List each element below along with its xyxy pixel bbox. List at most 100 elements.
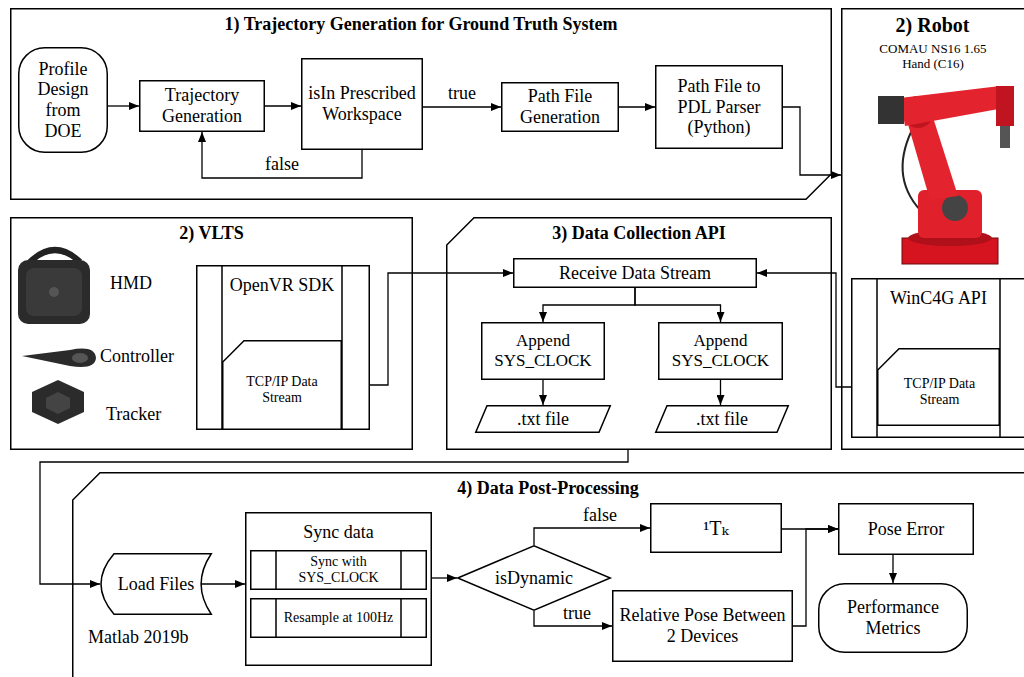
edge-label: false <box>263 155 301 175</box>
text-wrap: Append SYS_CLOCK <box>658 322 783 380</box>
sdk-box: OpenVR SDK TCP/IP Data Stream <box>196 265 370 430</box>
robot-wrist <box>996 86 1014 126</box>
outline <box>223 341 342 430</box>
node-text: Append SYS_CLOCK <box>664 331 777 370</box>
tracker-icon <box>32 380 84 424</box>
connector-arrow <box>542 380 543 405</box>
connector-arrow <box>265 105 301 106</box>
node-text: Path File to PDL Parser (Python) <box>661 76 777 138</box>
edge-label: false <box>581 506 619 526</box>
hmd-icon <box>18 250 90 324</box>
outline <box>251 599 427 638</box>
stream-card: TCP/IP Data Stream <box>877 348 1000 426</box>
panel-heading: 2) Robot <box>841 14 1024 37</box>
node-text: Load Files <box>118 574 195 595</box>
panel-heading: 4) Data Post-Processing <box>72 478 1024 499</box>
stream-card: TCP/IP Data Stream <box>222 340 342 430</box>
stage-panel: 4) Data Post-ProcessingLoad Files Sync da… <box>72 472 1024 677</box>
outline <box>197 266 370 430</box>
text-wrap: Path File to PDL Parser (Python) <box>655 65 783 149</box>
text-wrap: Load Files <box>100 553 212 615</box>
process-box: Append SYS_CLOCK <box>658 322 783 380</box>
decision-box: isIn Prescribed Workspace <box>301 58 423 150</box>
process-box: Path File Generation <box>501 82 619 132</box>
controller-body <box>22 349 96 367</box>
subprocess-box: Resample at 100Hz <box>250 598 427 638</box>
outline <box>482 323 605 380</box>
outline <box>613 591 793 662</box>
connector-arrow <box>720 380 721 405</box>
connector-arrow <box>534 528 650 545</box>
connector-arrow <box>432 577 457 578</box>
stored-data: Load Files <box>100 553 212 615</box>
node-text: Relative Pose Between 2 Devices <box>618 605 787 646</box>
inner-line <box>275 598 277 638</box>
controller-icon <box>22 349 96 367</box>
connector-arrow <box>783 107 841 175</box>
text-wrap: .txt file <box>475 405 611 433</box>
outline <box>246 513 432 666</box>
outline <box>19 48 108 153</box>
outline <box>458 546 611 611</box>
robot-motor <box>942 195 968 221</box>
process-group: Sync dataSync with SYS_CLOCK Resample at … <box>245 512 432 666</box>
process-box: Pose Error <box>838 503 974 555</box>
box-heading: Sync data <box>245 522 432 543</box>
text-wrap: ¹Tₖ <box>650 503 782 553</box>
file-output: .txt file <box>475 405 611 433</box>
text-wrap: isIn Prescribed Workspace <box>301 58 423 150</box>
connector-arrow <box>892 555 893 583</box>
device-label: Tracker <box>106 404 161 425</box>
node-text: Pose Error <box>868 519 944 540</box>
process-box: Receive Data Stream <box>513 258 757 288</box>
text-wrap: Receive Data Stream <box>513 258 757 288</box>
outline <box>11 9 832 200</box>
inner-line <box>275 550 277 590</box>
node-text: Performance Metrics <box>828 597 958 638</box>
node-text: Append SYS_CLOCK <box>487 331 599 370</box>
controller-ring <box>72 353 88 363</box>
file-output: .txt file <box>655 405 789 433</box>
node-text: Resample at 100Hz <box>284 610 394 626</box>
text-wrap: Path File Generation <box>501 82 619 132</box>
process-box: ¹Tₖ <box>650 503 782 553</box>
outline <box>514 259 757 288</box>
stage-panel: 1) Trajectory Generation for Ground Trut… <box>10 8 832 200</box>
edge-label: true <box>561 604 593 624</box>
robot-turret <box>918 190 982 238</box>
panel-subtitle: COMAU NS16 1.65 Hand (C16) <box>868 42 998 72</box>
start-terminal: Profile Design from DOE <box>18 47 108 153</box>
outline <box>11 218 413 450</box>
stage-panel: 3) Data Collection API Receive Data Strea… <box>446 217 832 450</box>
api-box: WinC4G API TCP/IP Data Stream <box>851 278 1024 438</box>
text-wrap: Pose Error <box>838 503 974 555</box>
panel-heading: 1) Trajectory Generation for Ground Trut… <box>10 14 832 35</box>
text-wrap: TCP/IP Data Stream <box>877 348 1000 426</box>
outline <box>852 279 1024 438</box>
outline <box>73 473 1024 677</box>
robot-upper-arm <box>900 86 1004 126</box>
panel-heading: 3) Data Collection API <box>446 223 832 244</box>
node-text: Path File Generation <box>507 86 613 127</box>
outline <box>476 406 611 433</box>
process-box: Path File to PDL Parser (Python) <box>655 65 783 149</box>
node-text: ¹Tₖ <box>703 517 729 540</box>
edge-label: true <box>446 84 478 104</box>
process-box: Relative Pose Between 2 Devices <box>612 590 793 662</box>
outline <box>659 323 783 380</box>
process-box: Append SYS_CLOCK <box>481 322 605 380</box>
outline <box>819 584 968 653</box>
text-wrap: Trajectory Generation <box>139 80 265 132</box>
box-heading: OpenVR SDK <box>222 275 342 296</box>
outline <box>839 504 974 555</box>
robot-illustration <box>878 86 1014 264</box>
node-text: Receive Data Stream <box>559 263 711 284</box>
decision-diamond: isDynamic <box>457 545 611 611</box>
tracker-center <box>46 392 70 414</box>
subprocess-box: Sync with SYS_CLOCK <box>250 550 427 590</box>
node-text: Sync with SYS_CLOCK <box>280 554 397 586</box>
box-heading: WinC4G API <box>877 288 1000 309</box>
hmd-sensor <box>49 287 59 297</box>
connector-arrow <box>423 106 501 107</box>
